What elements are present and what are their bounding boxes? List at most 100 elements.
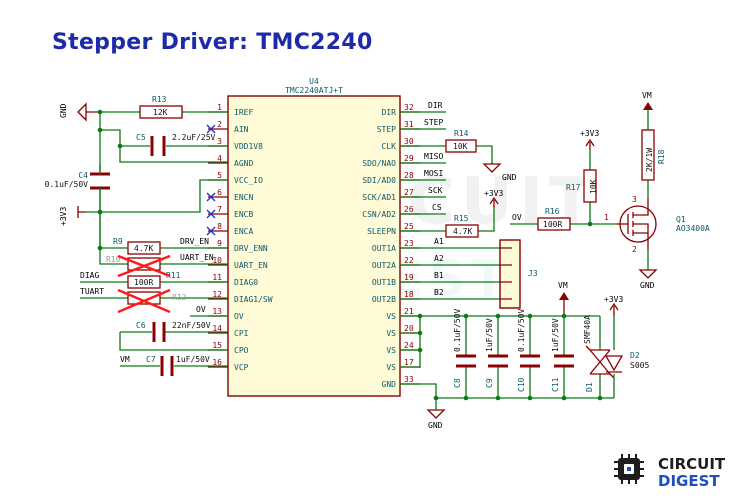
resistor-r11	[127, 275, 161, 289]
ic-pin-name-left: AGND	[234, 159, 253, 168]
ic-pin-number-right: 22	[404, 256, 414, 265]
ic-pin-number-right: 18	[404, 290, 414, 299]
circuit-digest-logo-icon	[614, 454, 644, 484]
c7-ref: C7	[146, 355, 156, 364]
ic-pin-name-right: OUT2A	[372, 261, 396, 270]
ic-pin-name-left: OV	[234, 312, 244, 321]
ic-pin-name-left: ENCB	[234, 210, 253, 219]
gnd-symbol-topleft: GND	[59, 102, 100, 122]
noconnect-ain	[206, 124, 216, 134]
ic-pin-name-right: SCK/AD1	[362, 193, 396, 202]
svg-text:GND: GND	[502, 173, 517, 182]
net-a1: A1	[434, 237, 444, 246]
ic-pin-number-right: 26	[404, 205, 414, 214]
resistor-r12	[127, 291, 161, 305]
ic-pin-name-right: CLK	[382, 142, 397, 151]
ic-pin-number-right: 23	[404, 239, 414, 248]
net-step: STEP	[424, 118, 443, 127]
svg-text:GND: GND	[59, 103, 68, 118]
c9-ref: C9	[485, 378, 494, 388]
ic-pin-name-right: STEP	[377, 125, 396, 134]
ic-pin-name-left: CPI	[234, 329, 249, 338]
ic-pin-name-right: OUT1A	[372, 244, 396, 253]
ic-pin-number-left: 16	[212, 358, 222, 367]
resistor-r9	[127, 241, 161, 255]
ic-pin-name-left: VCC_IO	[234, 176, 263, 185]
noconnect-encb	[206, 209, 216, 219]
resistor-r13	[139, 105, 183, 119]
ic-pin-number-right: 30	[404, 137, 414, 146]
q1-pin1: 1	[604, 213, 609, 222]
j3-ref: J3	[528, 269, 538, 278]
ic-pin-number-left: 4	[217, 154, 222, 163]
ic-pin-name-left: AIN	[234, 125, 249, 134]
ic-pin-number-left: 8	[217, 222, 222, 231]
r14-ref: R14	[454, 129, 469, 138]
logo-text-circuit: CIRCUIT	[658, 455, 726, 473]
ic-pin-number-right: 24	[404, 341, 414, 350]
c11-val: 1uF/50V	[551, 318, 560, 352]
ic-pin-number-right: 28	[404, 171, 414, 180]
ic-pin-number-left: 13	[212, 307, 222, 316]
q1-ref: Q1	[676, 215, 686, 224]
ic-pin-number-left: 5	[217, 171, 222, 180]
ic-pin-name-left: UART_EN	[234, 261, 268, 270]
v33-symbol-d2: +3V3	[604, 295, 623, 316]
ic-pin-name-left: IREF	[234, 108, 253, 117]
d2-val: S005	[630, 361, 649, 370]
svg-text:VM: VM	[558, 281, 568, 290]
resistor-r14	[445, 139, 477, 153]
r18-val: 2K/1W	[645, 148, 654, 172]
ic-pin-name-right: VS	[386, 363, 396, 372]
ic-pin-number-left: 14	[212, 324, 222, 333]
ic-pin-name-right: OUT2B	[372, 295, 396, 304]
ic-pin-name-right: SLEEPN	[367, 227, 396, 236]
c7-val: 1uF/50V	[176, 355, 210, 364]
ic-pin-number-right: 17	[404, 358, 414, 367]
ic-pin-number-right: 27	[404, 188, 414, 197]
ic-pin-name-left: DIAG1/SW	[234, 295, 273, 304]
net-miso: MISO	[424, 152, 443, 161]
r12-ref: R12	[172, 293, 187, 302]
r13-ref: R13	[152, 95, 167, 104]
c4-ref: C4	[78, 171, 88, 180]
ic-body	[227, 95, 401, 397]
ic-pin-name-right: VS	[386, 312, 396, 321]
resistor-r17	[583, 169, 597, 203]
r11-val: 100R	[134, 278, 153, 287]
ic-pin-name-right: SDO/NAO	[362, 159, 396, 168]
connector-j3	[499, 239, 521, 309]
resistor-r18	[641, 129, 655, 181]
q1-val: AO3400A	[676, 224, 710, 233]
v33-symbol-r17: +3V3	[580, 129, 599, 150]
strike-r10	[117, 254, 171, 278]
gnd-symbol-q1: GND	[638, 269, 658, 290]
c6-ref: C6	[136, 321, 146, 330]
ic-pin-number-left: 9	[217, 239, 222, 248]
net-uart-en: UART_EN	[180, 253, 214, 262]
noconnect-enca	[206, 226, 216, 236]
svg-text:GND: GND	[428, 421, 443, 430]
ic-part: TMC2240ATJ+T	[285, 86, 343, 95]
ic-pin-name-right: VS	[386, 346, 396, 355]
svg-text:GND: GND	[640, 281, 655, 290]
ic-pin-number-left: 6	[217, 188, 222, 197]
c11-ref: C11	[551, 377, 560, 392]
q1-pin3: 3	[632, 195, 637, 204]
ic-pin-name-left: CPO	[234, 346, 249, 355]
ic-pin-number-right: 25	[404, 222, 414, 231]
r14-val: 10K	[453, 142, 468, 151]
noconnect-encn	[206, 192, 216, 202]
svg-text:VM: VM	[642, 91, 652, 100]
r11-ref: R11	[166, 271, 181, 280]
r10-ref: R10	[106, 255, 121, 264]
resistor-r15	[445, 224, 479, 238]
r17-val: 10K	[589, 179, 598, 194]
r13-val: 12K	[153, 108, 168, 117]
net-sck: SCK	[428, 186, 443, 195]
ic-pin-name-right: OUT1B	[372, 278, 396, 287]
ic-pin-number-left: 11	[212, 273, 222, 282]
svg-text:+3V3: +3V3	[59, 207, 68, 226]
c8-ref: C8	[453, 378, 462, 388]
